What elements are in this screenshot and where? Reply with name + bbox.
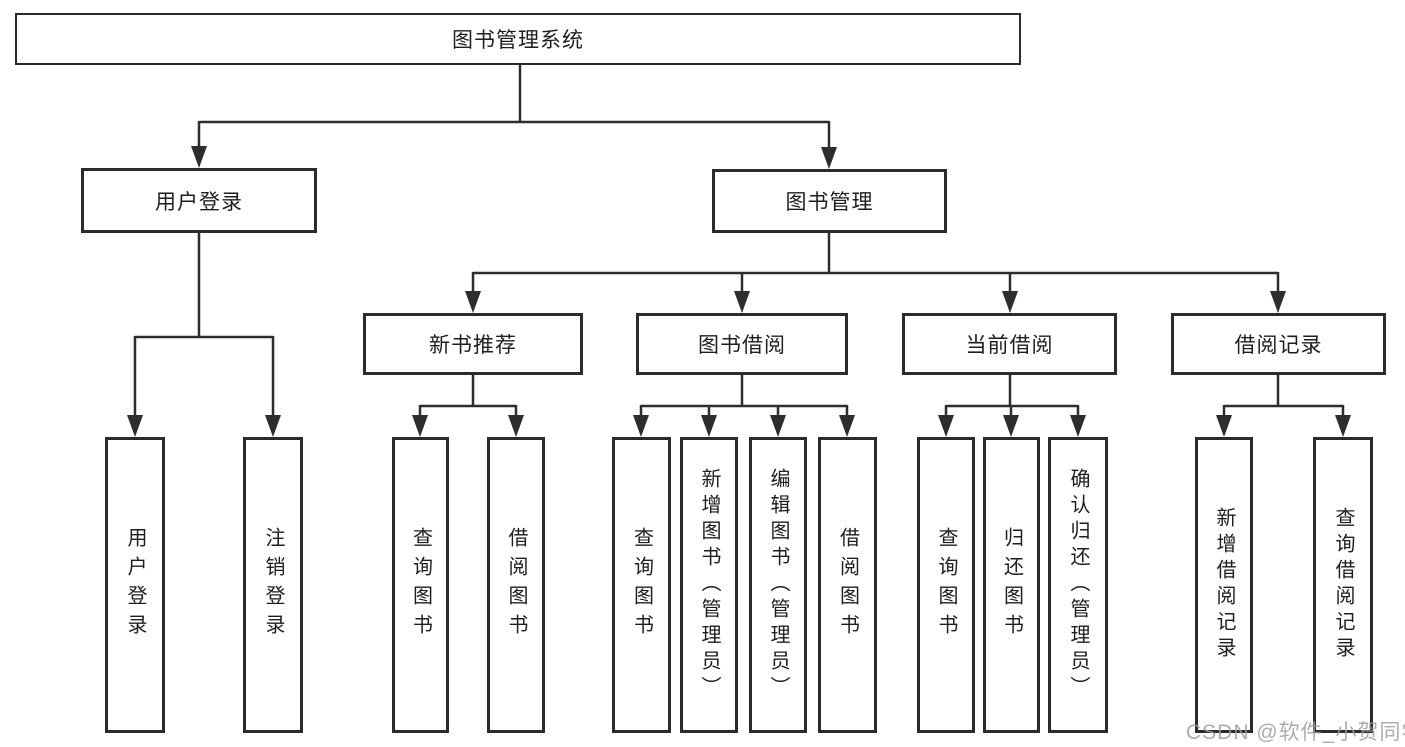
node-user-login: 用户登录 [81,168,317,233]
leaf-edit-books-admin: 编辑图书（管理员） [749,437,807,733]
leaf-query-books-current: 查询图书 [917,437,975,733]
node-library-management-system: 图书管理系统 [15,13,1021,65]
leaf-add-borrow-record: 新增借阅记录 [1195,437,1253,733]
leaf-return-books: 归还图书 [983,437,1040,733]
leaf-logout: 注销登录 [243,437,303,733]
leaf-borrow-books-recommend: 借阅图书 [487,437,545,733]
leaf-confirm-return-admin: 确认归还（管理员） [1048,437,1108,733]
leaf-borrow-books: 借阅图书 [818,437,877,733]
node-borrowing-records: 借阅记录 [1171,313,1386,375]
leaf-query-books-borrowing: 查询图书 [612,437,671,733]
leaf-query-borrow-record: 查询借阅记录 [1313,437,1373,733]
leaf-user-login: 用户登录 [105,437,165,733]
leaf-add-books-admin: 新增图书（管理员） [680,437,738,733]
node-book-borrowing: 图书借阅 [636,313,848,375]
node-new-book-recommend: 新书推荐 [363,313,583,375]
leaf-query-books-recommend: 查询图书 [392,437,449,733]
watermark: CSDN @软件_小贺同学 [1186,721,1405,744]
node-book-management: 图书管理 [712,169,947,233]
node-current-borrowing: 当前借阅 [902,313,1117,375]
